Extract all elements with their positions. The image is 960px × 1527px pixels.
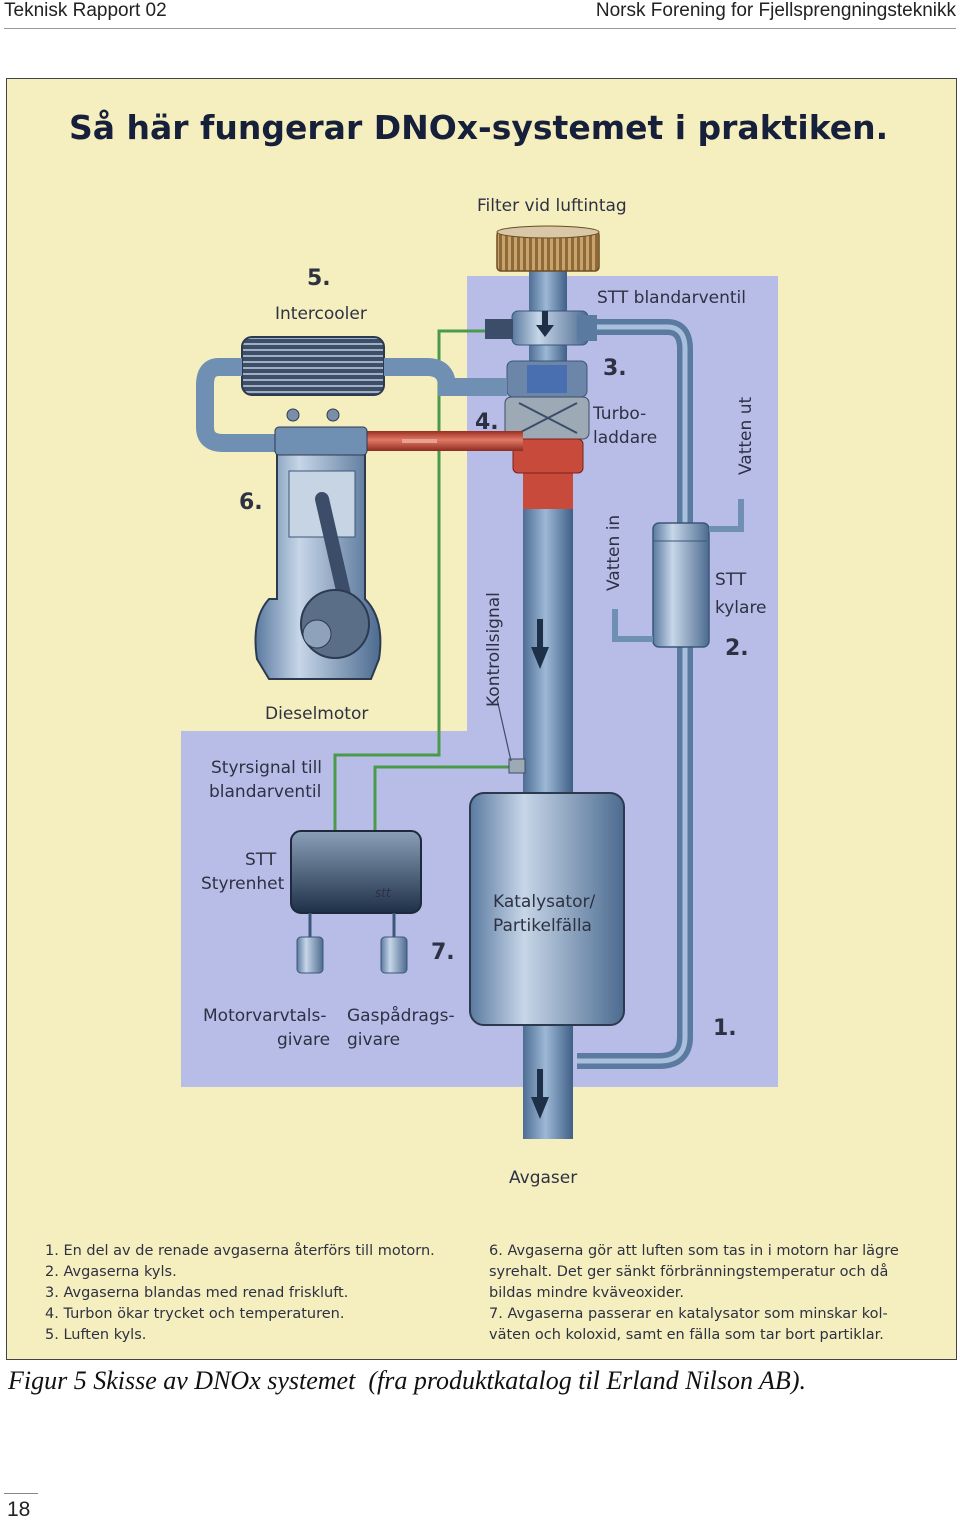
vatten-in-pipe xyxy=(612,609,653,642)
legend-right: 6. Avgaserna gör att luften som tas in i… xyxy=(489,1243,899,1343)
figure-caption: Figur 5 Skisse av DNOx systemet (fra pro… xyxy=(8,1366,806,1395)
footer-rule xyxy=(4,1493,38,1494)
running-header-right: Norsk Forening for Fjellsprengningstekni… xyxy=(595,0,956,21)
katalysator xyxy=(469,792,625,1026)
intercooler xyxy=(241,336,385,396)
figure-title: Så här fungerar DNOx-systemet i praktike… xyxy=(69,108,888,147)
legend-item: syrehalt. Det ger sänkt förbränningstemp… xyxy=(489,1263,888,1280)
label-blandarventil: STT blandarventil xyxy=(597,288,746,308)
label-kontrollsignal: Kontrollsignal xyxy=(484,592,504,707)
label-num-4: 4. xyxy=(475,410,499,435)
label-turbo-1: Turbo- xyxy=(592,404,646,424)
legend-item: väten och koloxid, samt en fälla som tar… xyxy=(489,1327,884,1343)
label-vatten-in: Vatten in xyxy=(604,515,624,591)
label-styrsignal-1: Styrsignal till xyxy=(211,758,322,778)
label-gaspadrag-2: givare xyxy=(347,1030,400,1050)
dnox-diagram: Så här fungerar DNOx-systemet i praktike… xyxy=(45,108,899,1343)
legend-item: 4. Turbon ökar trycket och temperaturen. xyxy=(45,1306,344,1322)
legend-item: 6. Avgaserna gör att luften som tas in i… xyxy=(489,1243,899,1259)
page-number: 18 xyxy=(7,1498,31,1521)
running-header-left: Teknisk Rapport 02 xyxy=(4,0,167,21)
panel-top xyxy=(467,276,778,751)
label-vatten-ut: Vatten ut xyxy=(736,397,756,475)
label-num-7: 7. xyxy=(431,940,455,965)
stt-styrenhet xyxy=(290,830,422,914)
label-num-6: 6. xyxy=(239,490,263,515)
label-intercooler: Intercooler xyxy=(275,304,367,324)
label-num-5: 5. xyxy=(307,266,331,291)
legend-left: 1. En del av de renade avgaserna återför… xyxy=(45,1242,435,1343)
label-motorvarvtal-2: givare xyxy=(277,1030,330,1050)
label-styrsignal-2: blandarventil xyxy=(209,782,321,802)
label-stt-kylare-2: kylare xyxy=(715,598,767,618)
legend-item: 7. Avgaserna passerar en katalysator som… xyxy=(489,1306,888,1322)
label-num-1: 1. xyxy=(713,1016,737,1041)
turbo-turbine xyxy=(512,438,584,474)
legend-item: 5. Luften kyls. xyxy=(45,1327,146,1343)
legend-item: 3. Avgaserna blandas med renad friskluft… xyxy=(45,1285,348,1301)
label-turbo-2: laddare xyxy=(593,428,657,448)
legend-item: 2. Avgaserna kyls. xyxy=(45,1264,177,1280)
label-dieselmotor: Dieselmotor xyxy=(265,704,368,724)
legend-item: bildas mindre kväveoxider. xyxy=(489,1285,684,1301)
flow-arrows xyxy=(531,311,554,1119)
label-num-3: 3. xyxy=(603,356,627,381)
dnox-figure: Så här fungerar DNOx-systemet i praktike… xyxy=(6,78,957,1360)
label-num-2: 2. xyxy=(725,636,749,661)
vatten-ut-pipe xyxy=(709,499,744,532)
stt-badge: stt xyxy=(375,886,392,900)
stt-kylare xyxy=(652,522,710,648)
label-styrenhet-2: Styrenhet xyxy=(201,874,285,894)
legend-item: 1. En del av de renade avgaserna återför… xyxy=(45,1242,435,1259)
header-rule xyxy=(4,28,956,29)
label-stt-kylare-1: STT xyxy=(715,570,747,590)
label-katalysator-1: Katalysator/ xyxy=(493,892,595,912)
label-katalysator-2: Partikelfälla xyxy=(493,916,592,936)
label-avgaser: Avgaser xyxy=(509,1168,577,1188)
label-styrenhet-1: STT xyxy=(245,850,277,870)
label-filter: Filter vid luftintag xyxy=(477,196,627,216)
label-motorvarvtal-1: Motorvarvtals- xyxy=(203,1006,326,1026)
label-gaspadrag-1: Gaspådrags- xyxy=(347,1005,455,1026)
gaspadragsgivare xyxy=(380,936,408,974)
motorvarvtalsgivare xyxy=(296,936,324,974)
